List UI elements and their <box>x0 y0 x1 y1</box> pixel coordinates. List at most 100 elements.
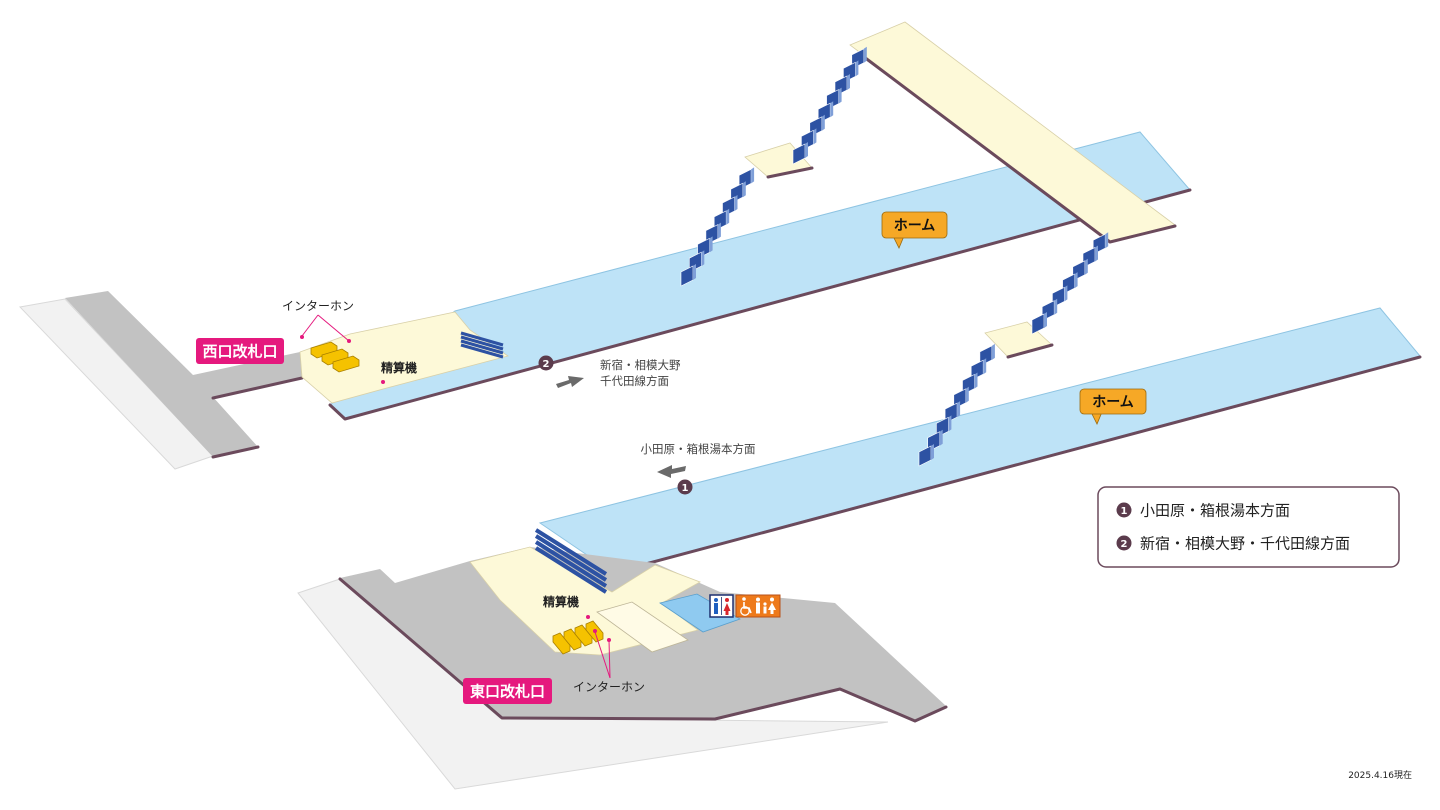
stair-step <box>680 264 696 287</box>
intercom-leader-line <box>317 314 350 342</box>
stair-step-side <box>974 372 978 389</box>
female-figure-legs <box>725 611 729 615</box>
legend-item: 1 小田原・箱根湯本方面 <box>1116 502 1290 520</box>
east-intercom-label: インターホン <box>573 680 645 694</box>
overpass-bridge-edge <box>858 52 1177 244</box>
stair-step <box>792 142 808 165</box>
stair-step-side <box>1064 285 1068 302</box>
west-fare-machine-label: 精算機 <box>381 360 417 375</box>
stair-step-side <box>1044 312 1047 328</box>
stair-step-side <box>965 386 969 403</box>
west-gate-label: 西口改札口 <box>202 343 277 361</box>
stair-stripe <box>534 540 608 588</box>
lower-stair-landing-edge <box>1006 343 1054 359</box>
upper-stair-upper-flight <box>792 46 867 165</box>
stair-step-side <box>709 236 713 253</box>
family-icon <box>756 597 776 614</box>
stair-step-side <box>805 142 808 158</box>
stair-flights <box>680 46 1109 467</box>
stair-step-side <box>734 195 738 211</box>
wheelchair-head <box>742 597 746 601</box>
lower-platform-badge: ホーム <box>1079 388 1147 425</box>
family-child-body <box>763 606 767 614</box>
direction-marker <box>677 479 693 495</box>
stair-step-face <box>1031 313 1045 335</box>
direction-marker-number: 1 <box>682 483 689 494</box>
stair-step-side <box>948 415 952 432</box>
stair-step-side <box>1105 232 1109 249</box>
east-intercom-callout: インターホン <box>573 629 645 694</box>
stair-step-side <box>838 87 842 104</box>
stair-step-side <box>983 358 987 375</box>
legend-box <box>1097 486 1400 568</box>
restroom-icon <box>709 594 734 618</box>
turnstile <box>563 628 582 651</box>
stair-step-side <box>693 264 696 280</box>
family-adult2-body <box>768 602 776 610</box>
legend-marker <box>1116 502 1132 518</box>
arrow-left-icon <box>657 465 686 478</box>
stair-step-side <box>1084 258 1088 275</box>
intercom-dot <box>347 339 351 343</box>
upper-platform-label: ホーム <box>894 218 936 234</box>
intercom-leader-line <box>608 639 611 679</box>
legend-item-label: 小田原・箱根湯本方面 <box>1140 502 1290 520</box>
upper-direction-line2: 千代田線方面 <box>600 374 669 388</box>
east-platform-stairs <box>534 528 608 594</box>
upper-direction-line1: 新宿・相模大野 <box>600 358 681 372</box>
turnstile <box>574 624 593 647</box>
restroom-area <box>659 593 741 633</box>
east-gate-badge-bg <box>463 678 552 704</box>
stair-step-side <box>726 208 730 225</box>
turnstile <box>552 632 571 655</box>
legend: 1 小田原・箱根湯本方面 2 新宿・相模大野・千代田線方面 <box>1097 486 1400 568</box>
west-concourse <box>299 311 509 404</box>
direction-marker-number: 2 <box>543 359 550 370</box>
family-child-head <box>763 602 767 606</box>
intercom-dot <box>607 638 611 642</box>
stair-step-side <box>991 343 995 360</box>
family-adult-body <box>756 602 760 614</box>
turnstile <box>332 355 360 373</box>
legend-item: 2 新宿・相模大野・千代田線方面 <box>1116 535 1350 553</box>
stair-stripe <box>460 339 504 355</box>
lower-platform-label: ホーム <box>1092 395 1134 411</box>
west-platform-stairs <box>460 331 504 359</box>
stair-step-side <box>931 444 934 460</box>
upper-stair-landing-edge <box>766 166 814 179</box>
legend-item-label: 新宿・相模大野・千代田線方面 <box>1140 535 1350 553</box>
stair-step-side <box>1054 298 1058 315</box>
family-adult2-head <box>770 597 774 602</box>
stair-step-side <box>847 74 850 90</box>
lower-platform-badge-pointer-joint <box>1092 410 1101 414</box>
legend-marker <box>1116 535 1132 551</box>
west-fare-machine-dot <box>381 380 385 384</box>
upper-platform-badge-pointer-joint <box>894 234 903 238</box>
west-floor-edge <box>211 445 260 459</box>
legend-marker-number: 2 <box>1121 539 1128 550</box>
west-intercom-label: インターホン <box>282 299 354 313</box>
intercom-dot <box>593 629 597 633</box>
as-of-date: 2025.4.16現在 <box>1348 769 1412 781</box>
stair-step-side <box>813 128 817 145</box>
east-fare-machine-dot <box>586 615 590 619</box>
stair-step-side <box>1074 272 1078 289</box>
stair-stripe <box>534 534 608 582</box>
stair-stripe <box>534 528 608 576</box>
male-figure-head <box>714 598 718 602</box>
stair-step-side <box>701 250 705 267</box>
west-floor <box>65 291 302 457</box>
intercom-dot <box>300 335 304 339</box>
legend-marker-number: 1 <box>1121 506 1128 517</box>
upper-direction: 2 新宿・相模大野 千代田線方面 <box>538 355 681 388</box>
stair-stripe <box>460 335 504 351</box>
lower-direction: 小田原・箱根湯本方面 1 <box>641 442 756 495</box>
stair-stripe <box>460 343 504 359</box>
west-turnstiles <box>310 341 360 373</box>
arrow-right-icon <box>556 376 584 388</box>
stair-step <box>1031 312 1047 335</box>
upper-platform-badge: ホーム <box>881 211 948 249</box>
east-fare-machine-label: 精算機 <box>543 594 579 609</box>
stair-step-side <box>939 429 943 446</box>
